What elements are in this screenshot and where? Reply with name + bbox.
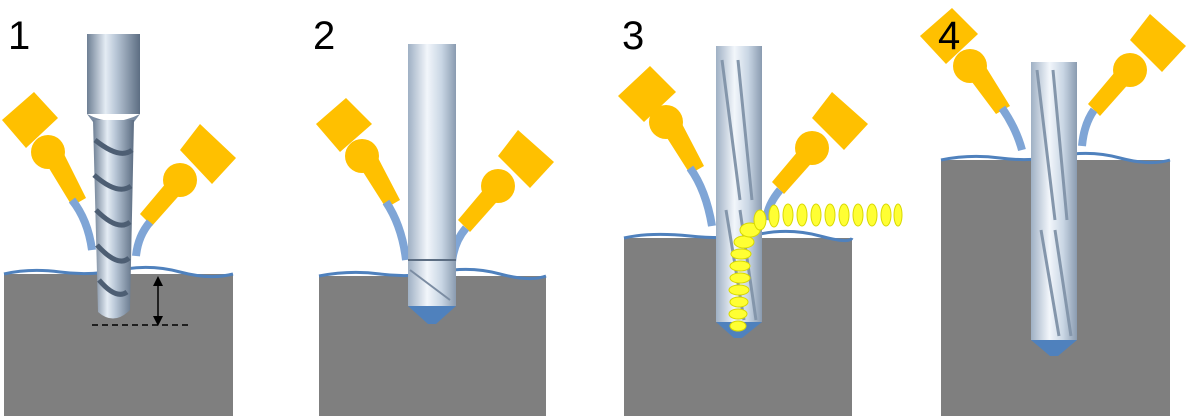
step-number-1: 1: [8, 14, 31, 58]
coolant-nozzle-left-3: [618, 66, 716, 227]
step-number-4: 4: [938, 14, 961, 58]
coolant-nozzle-right-3: [762, 92, 868, 221]
coolant-nozzle-right-2: [448, 130, 554, 263]
panel-1: [2, 34, 236, 416]
chip-stream: [728, 203, 903, 332]
coolant-nozzle-left-1: [2, 92, 96, 251]
depth-indicator: [92, 276, 188, 326]
coolant-nozzle-right-4: [1078, 14, 1186, 147]
end-mill-tool: [87, 34, 140, 319]
panel-2: [316, 44, 554, 416]
step-number-3: 3: [622, 14, 645, 58]
coolant-nozzle-right-1: [132, 124, 236, 257]
spot-drill-tool: [408, 44, 456, 324]
panel-3: [618, 46, 903, 416]
coolant-nozzle-left-2: [316, 98, 410, 261]
twist-drill-tool-4: [1031, 62, 1077, 356]
coolant-nozzle-left-4: [920, 8, 1026, 152]
step-number-2: 2: [313, 14, 336, 58]
panel-4: [920, 8, 1186, 416]
